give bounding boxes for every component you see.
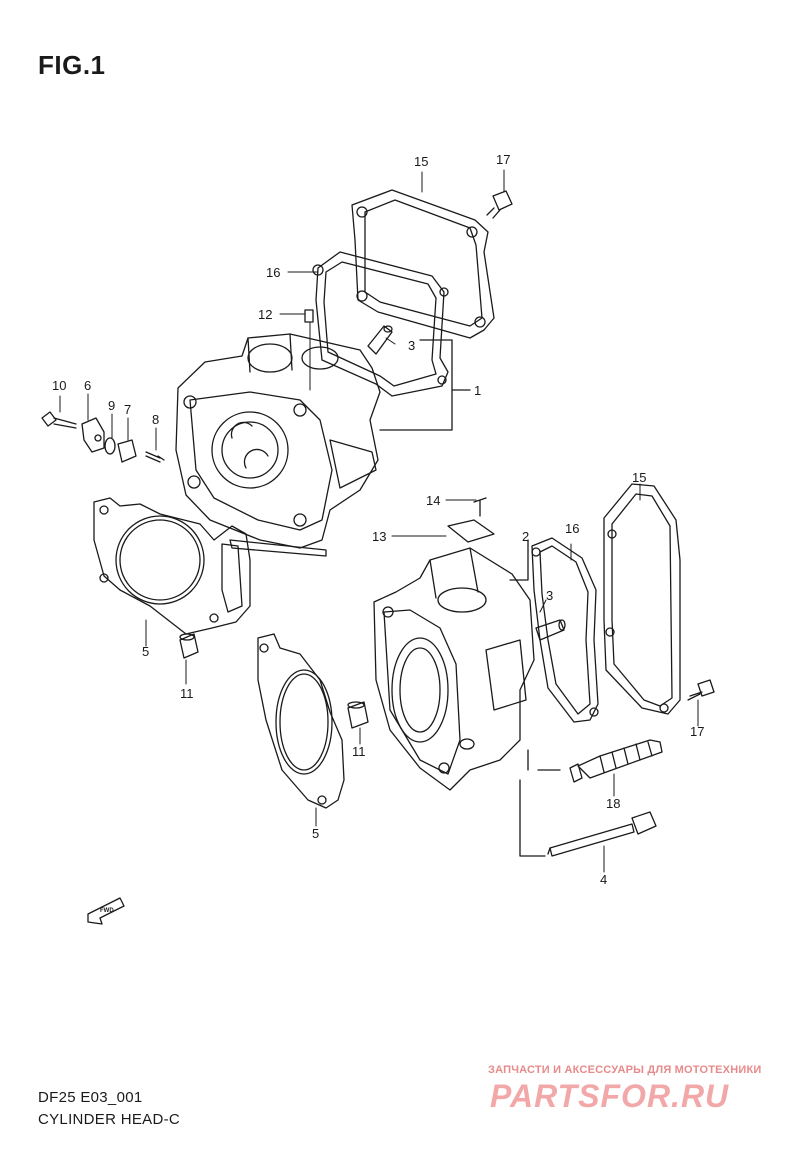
callout-17-upper: 17 (496, 152, 510, 167)
dowel-3-upper (367, 325, 393, 355)
callout-15-upper: 15 (414, 154, 428, 169)
callout-9: 9 (108, 398, 115, 413)
head-cover-gasket-lower (531, 537, 599, 723)
ring-9 (104, 437, 116, 455)
callout-12: 12 (258, 307, 272, 322)
head-gasket-upper (93, 497, 251, 635)
callout-5-lower: 5 (312, 826, 319, 841)
callout-17-lower: 17 (690, 724, 704, 739)
head-cover-lower (603, 483, 681, 715)
callout-16-lower: 16 (565, 521, 579, 536)
bolt-10 (41, 411, 77, 429)
callout-16-upper: 16 (266, 265, 280, 280)
callout-7: 7 (124, 402, 131, 417)
callout-3-lower: 3 (546, 588, 553, 603)
dowel-11-upper (179, 633, 199, 659)
plate-13 (447, 519, 495, 543)
leader-bracket-1 (379, 339, 471, 431)
head-cover-upper (351, 189, 495, 339)
dowel-3-lower (535, 619, 566, 641)
bolt-17-lower (687, 679, 715, 701)
callout-10: 10 (52, 378, 66, 393)
plug-12 (304, 309, 314, 323)
sleeve-7 (117, 439, 137, 463)
callout-3-upper: 3 (408, 338, 415, 353)
callout-11-upper: 11 (180, 686, 194, 701)
figure-title: FIG.1 (38, 50, 106, 80)
head-cover-gasket-upper (312, 251, 449, 397)
screw-14 (473, 497, 487, 517)
cap-6 (81, 417, 105, 453)
screw-8 (145, 451, 165, 463)
callout-14: 14 (426, 493, 440, 508)
callout-11-lower: 11 (352, 744, 366, 759)
callout-15-lower: 15 (632, 470, 646, 485)
callout-1: 1 (474, 383, 481, 398)
head-gasket-lower (257, 633, 345, 809)
fwd-arrow-icon: FWD (87, 897, 125, 925)
leader-bracket-4 (519, 779, 546, 857)
callout-13: 13 (372, 529, 386, 544)
diagram-code: DF25 E03_001 (38, 1089, 143, 1106)
watermark-logo: PARTSFOR.RU (490, 1078, 730, 1114)
diagram-name: CYLINDER HEAD-C (38, 1111, 181, 1128)
cylinder-head-upper (175, 333, 381, 557)
callout-labels: 15 17 16 12 3 1 10 6 9 7 8 5 11 14 13 2 … (52, 152, 704, 887)
callout-8: 8 (152, 412, 159, 427)
callout-4: 4 (600, 872, 607, 887)
callout-5-upper: 5 (142, 644, 149, 659)
leader-lines (59, 169, 699, 873)
head-bolt-4 (547, 811, 657, 857)
cylinder-head-lower (373, 547, 535, 791)
dowel-11-lower (347, 701, 369, 729)
spark-plug-18 (569, 739, 663, 783)
bolt-17-upper (486, 190, 513, 219)
callout-2: 2 (522, 529, 529, 544)
fwd-label: FWD (100, 908, 114, 914)
leader-bracket-2 (509, 539, 561, 771)
callout-18: 18 (606, 796, 620, 811)
callout-6: 6 (84, 378, 91, 393)
watermark-caption: ЗАПЧАСТИ И АКСЕССУАРЫ ДЛЯ МОТОТЕХНИКИ (488, 1064, 762, 1076)
